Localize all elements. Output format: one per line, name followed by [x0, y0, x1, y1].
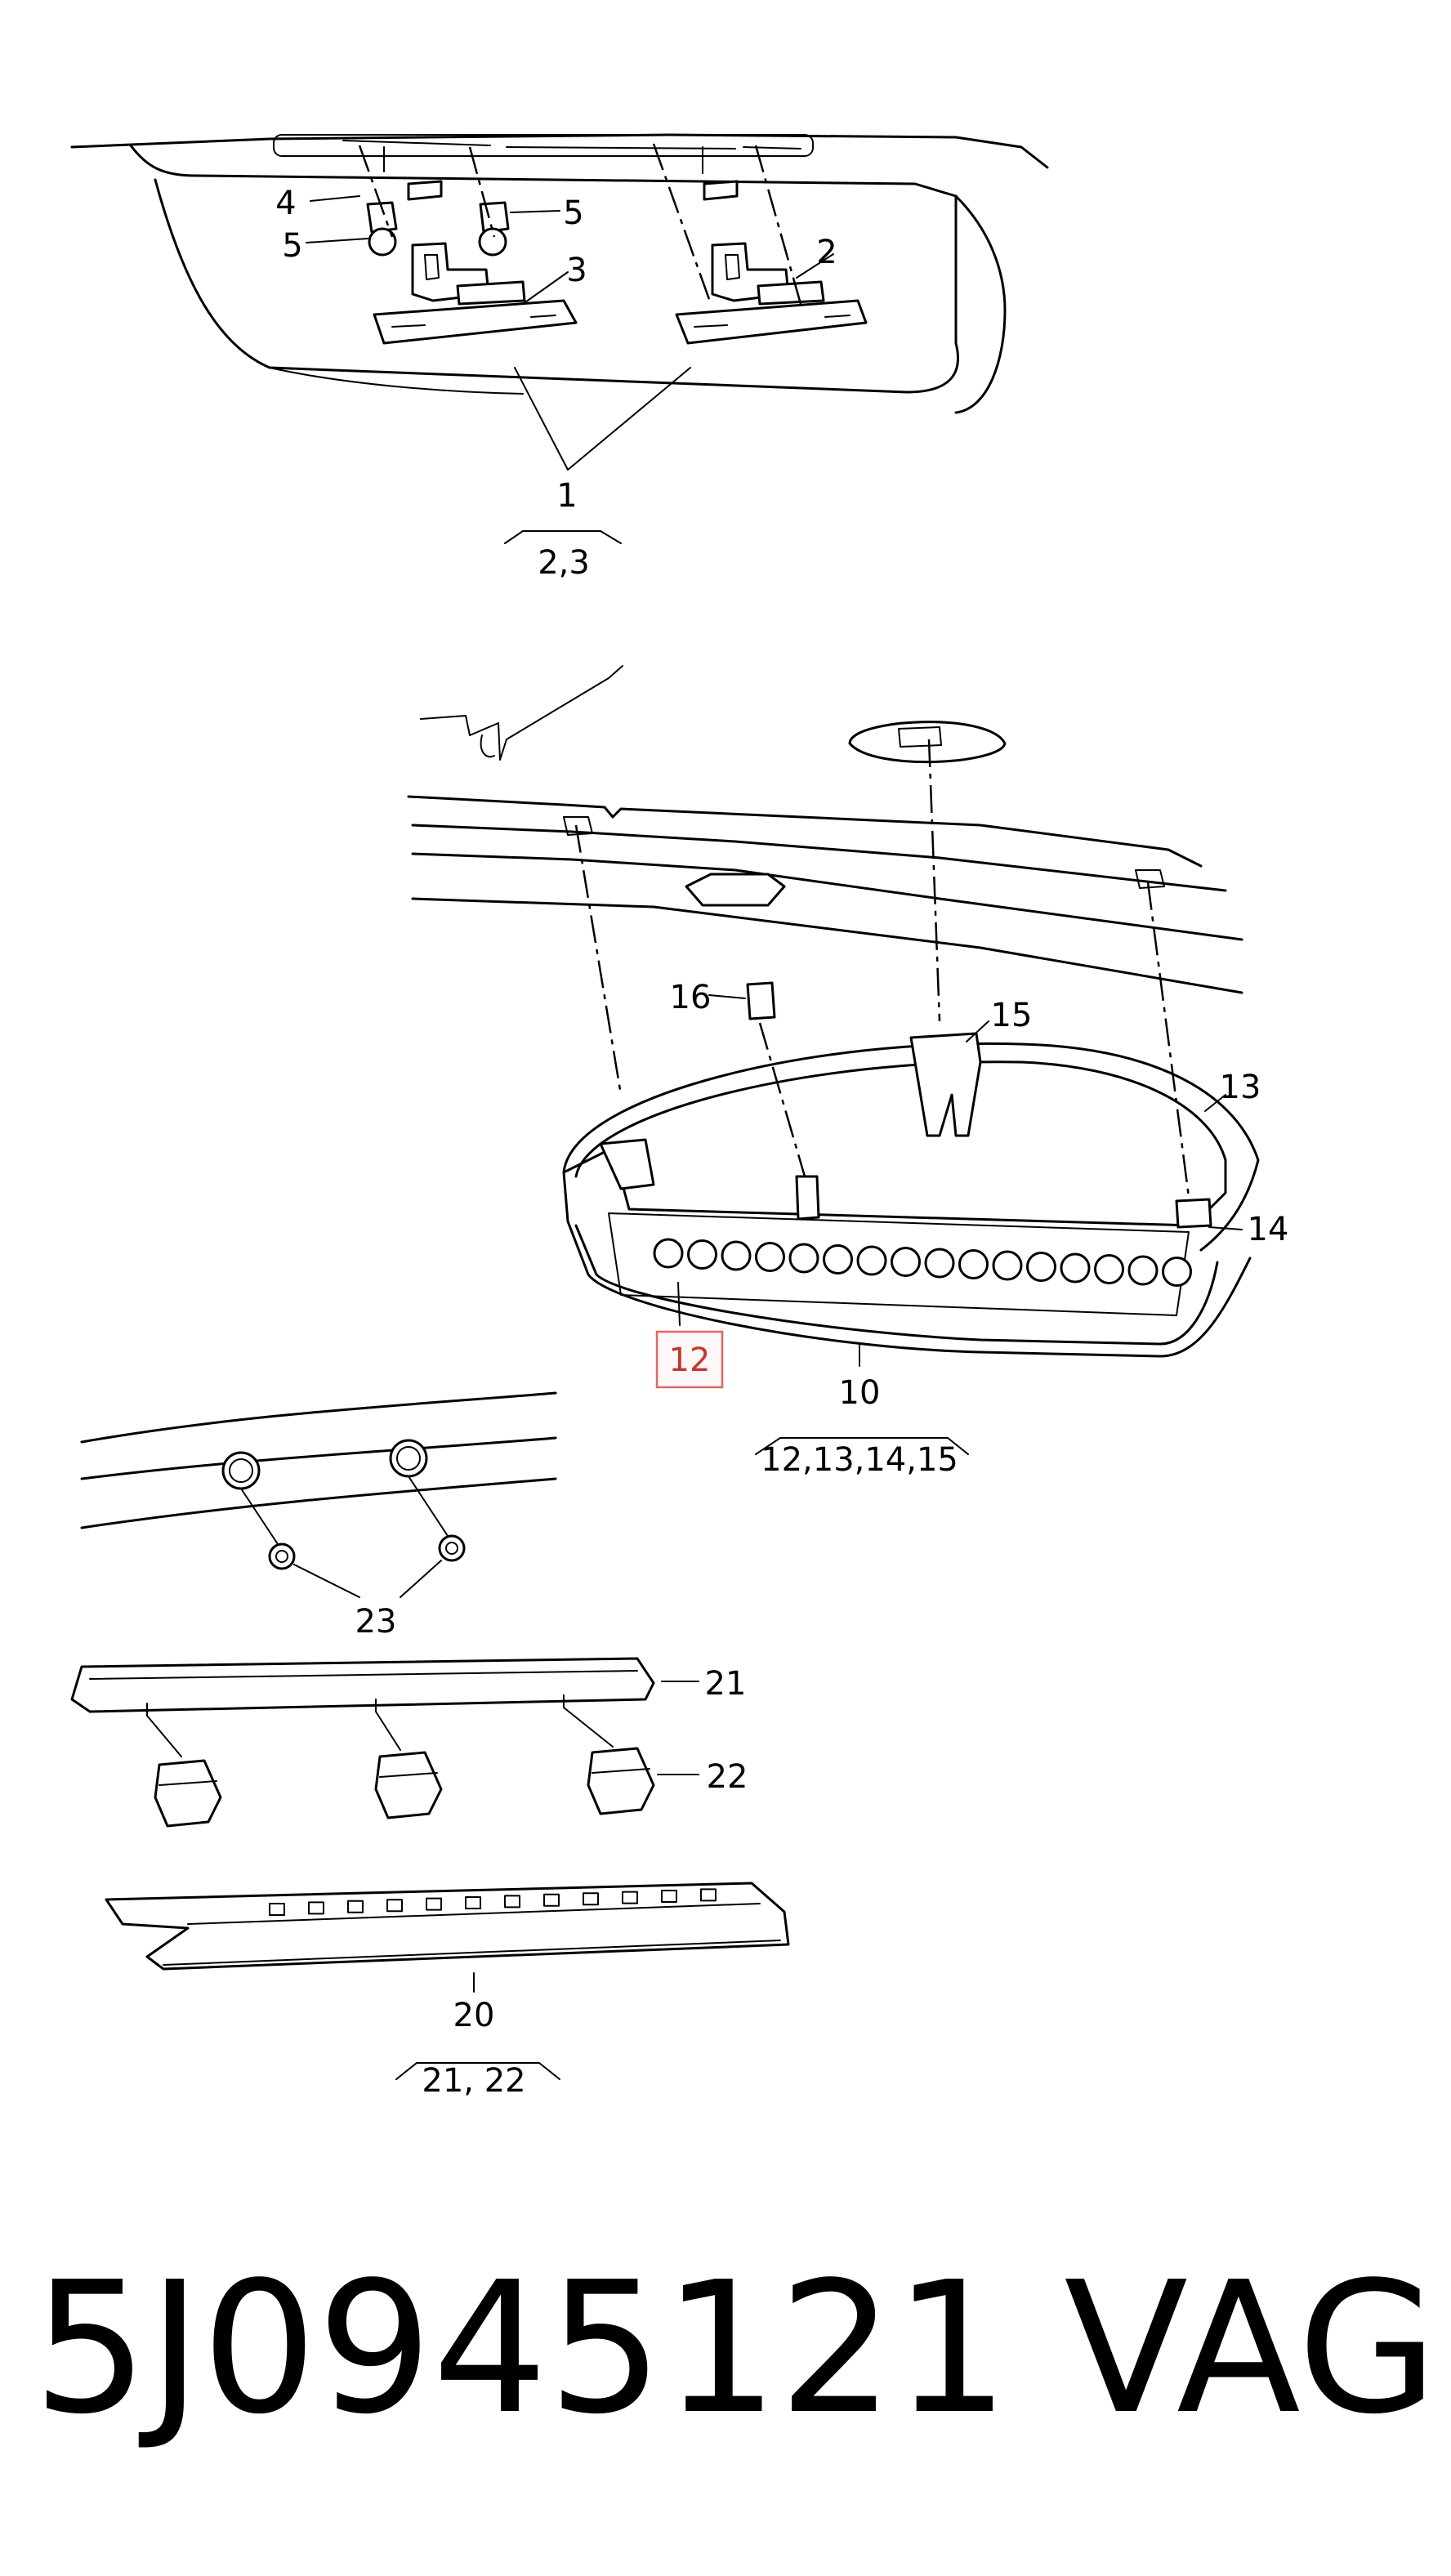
led-lens: [1127, 1255, 1159, 1286]
led-lens: [1026, 1252, 1056, 1282]
lamp-slot: [622, 1891, 638, 1904]
lamp-slot: [465, 1896, 481, 1909]
callout-21: 21: [705, 1665, 747, 1703]
lamp-slot: [269, 1903, 285, 1916]
lamp-slot: [308, 1901, 324, 1915]
lamp-slot-row: [269, 1888, 717, 1916]
led-lens: [788, 1243, 819, 1274]
callout-14: 14: [1248, 1211, 1289, 1248]
lower-labels: 23 21 22 20 21, 22: [355, 1603, 748, 2100]
middle-leader-lines: [574, 739, 1243, 1455]
led-lens: [1162, 1257, 1192, 1287]
led-lens: [653, 1238, 684, 1269]
callout-10: 10: [839, 1374, 881, 1412]
spoiler-panel: [80, 1391, 557, 1598]
brand-label: VAG: [1064, 2243, 1438, 2454]
seal-strip: [70, 1657, 699, 1717]
lamp-slot: [700, 1888, 717, 1902]
callout-12-highlighted: 12: [669, 1342, 711, 1379]
callout-20: 20: [453, 1997, 495, 2034]
callout-1: 1: [556, 477, 577, 515]
part-number: 5J0945121: [33, 2243, 1010, 2454]
callout-5-left: 5: [282, 227, 302, 265]
group-label-1: 2,3: [538, 544, 590, 582]
led-lens: [891, 1247, 921, 1277]
callout-15: 15: [991, 997, 1033, 1034]
tailgate-panel: [407, 665, 1243, 994]
lamp-slot: [426, 1897, 442, 1911]
callout-13: 13: [1220, 1069, 1261, 1106]
led-lens: [924, 1248, 955, 1279]
top-labels: 4 5 5 3 2 1 2,3: [275, 185, 837, 582]
lamp-housing-left: [373, 242, 578, 345]
lamp-slot: [347, 1900, 364, 1913]
part-footer: 5J0945121 VAG: [33, 2243, 1438, 2455]
led-lens: [958, 1249, 989, 1279]
callout-2: 2: [816, 234, 837, 271]
led-lens: [721, 1240, 752, 1271]
group-label-20: 21, 22: [422, 2062, 525, 2100]
lamp-housing-right: [675, 242, 868, 345]
lamp-slot: [543, 1893, 560, 1907]
roof-liner-assembly: [70, 133, 1049, 414]
callout-22: 22: [707, 1758, 748, 1796]
brake-light-housing: [562, 981, 1260, 1358]
led-lens: [755, 1242, 785, 1272]
callout-3: 3: [566, 252, 587, 289]
lamp-slot: [583, 1892, 599, 1906]
led-lens: [856, 1245, 887, 1276]
lower-leader-lines: [395, 1972, 560, 2080]
clip-fasteners: [366, 180, 739, 257]
callout-5-right: 5: [563, 194, 583, 232]
callout-4: 4: [275, 185, 296, 222]
middle-labels: 16 15 13 14 10 12,13,14,15: [670, 979, 1289, 1479]
led-lens: [992, 1250, 1023, 1281]
led-array: [653, 1238, 1192, 1287]
callout-23: 23: [355, 1603, 397, 1641]
lamp-slot: [386, 1899, 403, 1913]
group-label-10: 12,13,14,15: [761, 1441, 958, 1479]
spoiler-lamp-strip: [105, 1882, 790, 1971]
lamp-slot: [661, 1890, 677, 1903]
highlight-part-12: 12: [655, 1330, 724, 1389]
callout-16: 16: [670, 979, 712, 1016]
top-leader-lines: [306, 143, 834, 544]
retaining-clips: [146, 1707, 699, 1828]
led-lens: [1094, 1254, 1124, 1284]
led-lens: [687, 1239, 717, 1270]
led-lens: [823, 1244, 853, 1275]
lamp-slot: [504, 1895, 520, 1909]
led-lens: [1060, 1252, 1091, 1284]
